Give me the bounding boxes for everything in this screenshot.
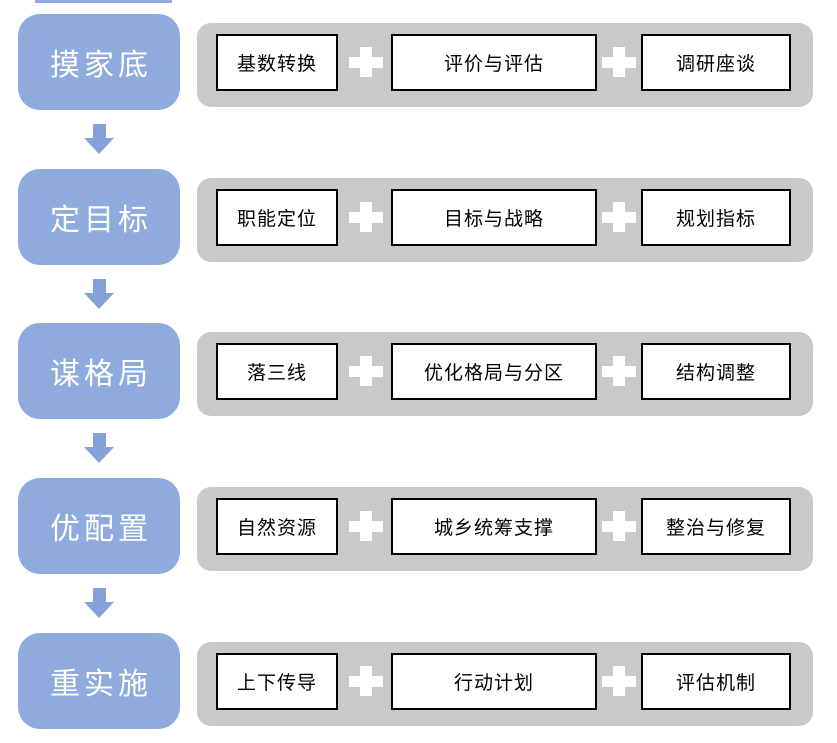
phase-label-box: 定目标 <box>18 169 180 265</box>
plus-icon <box>602 47 636 77</box>
steps-bar: 基数转换 评价与评估 调研座谈 <box>197 23 813 107</box>
plus-icon <box>349 356 383 386</box>
step-box: 结构调整 <box>641 342 791 400</box>
plus-icon <box>602 356 636 386</box>
phase-row-5: 重实施 上下传导 行动计划 评估机制 <box>0 633 837 729</box>
step-box: 城乡统筹支撑 <box>391 497 597 555</box>
phase-label-box: 摸家底 <box>18 14 180 110</box>
step-label: 基数转换 <box>236 53 317 75</box>
step-box: 调研座谈 <box>641 33 791 91</box>
phase-row-2: 定目标 职能定位 目标与战略 规划指标 <box>0 169 837 265</box>
step-box: 优化格局与分区 <box>391 342 597 400</box>
phase-label: 重实施 <box>50 668 152 701</box>
step-label: 调研座谈 <box>675 53 756 75</box>
step-label: 职能定位 <box>236 208 317 230</box>
phase-label: 定目标 <box>50 204 152 237</box>
down-arrow-icon <box>84 588 114 618</box>
step-label: 行动计划 <box>453 672 534 694</box>
step-label: 结构调整 <box>675 362 756 384</box>
steps-bar: 落三线 优化格局与分区 结构调整 <box>197 332 813 416</box>
step-box: 目标与战略 <box>391 188 597 246</box>
plus-icon <box>349 202 383 232</box>
step-box: 基数转换 <box>216 33 338 91</box>
phase-label-box: 重实施 <box>18 633 180 729</box>
step-box: 落三线 <box>216 342 338 400</box>
plus-icon <box>602 666 636 696</box>
phase-label-box: 谋格局 <box>18 323 180 419</box>
step-box: 评估机制 <box>641 652 791 710</box>
plus-icon <box>349 666 383 696</box>
step-box: 自然资源 <box>216 497 338 555</box>
step-box: 行动计划 <box>391 652 597 710</box>
step-label: 整治与修复 <box>665 517 766 539</box>
phase-label-box: 优配置 <box>18 478 180 574</box>
step-box: 职能定位 <box>216 188 338 246</box>
cropped-shape-edge <box>35 0 172 3</box>
down-arrow-icon <box>84 124 114 154</box>
step-label: 评价与评估 <box>443 53 544 75</box>
plus-icon <box>602 511 636 541</box>
phase-row-1: 摸家底 基数转换 评价与评估 调研座谈 <box>0 14 837 110</box>
step-label: 规划指标 <box>675 208 756 230</box>
phase-label: 谋格局 <box>50 358 152 391</box>
phase-row-3: 谋格局 落三线 优化格局与分区 结构调整 <box>0 323 837 419</box>
plus-icon <box>602 202 636 232</box>
step-label: 落三线 <box>246 362 307 384</box>
step-label: 评估机制 <box>675 672 756 694</box>
step-label: 上下传导 <box>236 672 317 694</box>
step-box: 规划指标 <box>641 188 791 246</box>
steps-bar: 上下传导 行动计划 评估机制 <box>197 642 813 726</box>
phase-row-4: 优配置 自然资源 城乡统筹支撑 整治与修复 <box>0 478 837 574</box>
step-label: 优化格局与分区 <box>423 362 564 384</box>
step-box: 上下传导 <box>216 652 338 710</box>
steps-bar: 自然资源 城乡统筹支撑 整治与修复 <box>197 487 813 571</box>
step-box: 评价与评估 <box>391 33 597 91</box>
phase-label: 摸家底 <box>50 49 152 82</box>
step-box: 整治与修复 <box>641 497 791 555</box>
phase-label: 优配置 <box>50 513 152 546</box>
plus-icon <box>349 511 383 541</box>
step-label: 城乡统筹支撑 <box>433 517 554 539</box>
steps-bar: 职能定位 目标与战略 规划指标 <box>197 178 813 262</box>
down-arrow-icon <box>84 433 114 463</box>
step-label: 目标与战略 <box>443 208 544 230</box>
step-label: 自然资源 <box>236 517 317 539</box>
down-arrow-icon <box>84 279 114 309</box>
plus-icon <box>349 47 383 77</box>
